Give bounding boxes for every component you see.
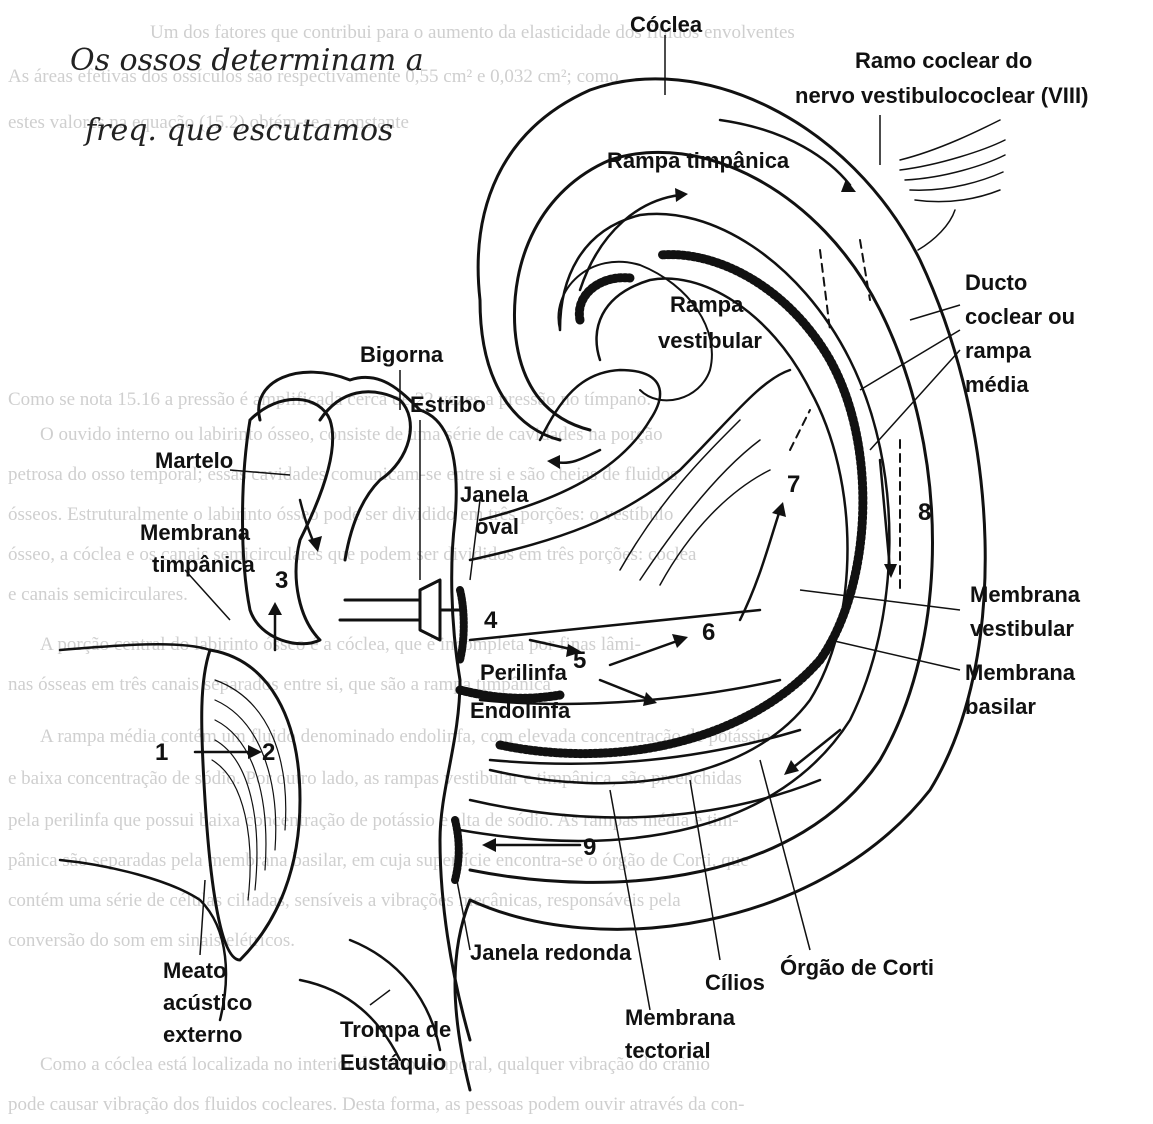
bg-line-8: ósseo, a cóclea e os canais semicircular… (8, 544, 697, 565)
label-membrana-timpanica-1: Membrana (140, 520, 251, 545)
leader-ducto-1 (910, 305, 960, 320)
label-endolinfa: Endolinfa (470, 698, 571, 723)
label-membrana-basilar-1: Membrana (965, 660, 1076, 685)
label-ducto-2: coclear ou (965, 304, 1075, 329)
arrow-down-basilar-head (784, 760, 799, 775)
label-estribo: Estribo (410, 392, 486, 417)
step-7: 7 (787, 471, 800, 498)
label-membrana-basilar-2: basilar (965, 694, 1036, 719)
label-orgao-corti: Órgão de Corti (780, 955, 934, 980)
arrow-8-head (884, 564, 897, 578)
label-membrana-tectorial-1: Membrana (625, 1005, 736, 1030)
label-trompa-1: Trompa de (340, 1017, 451, 1042)
arrow-7-head (772, 502, 786, 517)
label-ducto-4: média (965, 372, 1029, 397)
label-ramo-coclear-1: Ramo coclear do (855, 48, 1032, 73)
step-5: 5 (573, 647, 586, 674)
label-rampa-timpanica: Rampa timpânica (607, 148, 790, 173)
bg-line-13: e baixa concentração de sódio. Por outro… (8, 768, 742, 789)
label-janela-oval-2: oval (475, 514, 519, 539)
leader-trompa (370, 990, 390, 1005)
bg-line-9: e canais semicirculares. (8, 584, 188, 605)
leader-ducto-2 (860, 330, 960, 390)
bg-line-6: petrosa do osso temporal; essas cavidade… (8, 464, 678, 485)
handwritten-line-1: Os ossos determinam a (70, 43, 424, 78)
label-trompa-2: Eustáquio (340, 1050, 446, 1075)
label-martelo: Martelo (155, 448, 233, 473)
label-coclea: Cóclea (630, 12, 703, 37)
step-8: 8 (918, 499, 931, 526)
arrow-7 (740, 510, 780, 620)
leader-membrana-timpanica (185, 570, 230, 620)
background-text: Um dos fatores que contribui para o aume… (8, 22, 795, 1115)
bg-line-5: O ouvido interno ou labirinto ósseo, con… (40, 424, 663, 445)
label-membrana-tectorial-2: tectorial (625, 1038, 711, 1063)
label-cilios: Cílios (705, 970, 765, 995)
corti-strip-apex (579, 278, 630, 320)
label-ramo-coclear-2: nervo vestibulococlear (VIII) (795, 83, 1088, 108)
label-membrana-vestibular-1: Membrana (970, 582, 1081, 607)
arrow-rampa-tympanica-head (675, 188, 688, 202)
label-membrana-timpanica-2: timpânica (152, 552, 255, 577)
bg-line-16: contém uma série de células ciliadas, se… (8, 890, 681, 911)
leader-membrana-basilar (830, 640, 960, 670)
step-2: 2 (262, 739, 275, 766)
bg-line-14: pela perilinfa que possui baixa concentr… (8, 810, 739, 831)
step-9: 9 (583, 834, 596, 861)
label-janela-oval-1: Janela (460, 482, 529, 507)
eustachian-tube (300, 940, 440, 1060)
cochlea-walls (455, 79, 985, 1090)
step-6: 6 (702, 619, 715, 646)
arrow-up-tympanic-head (268, 602, 282, 615)
label-rampa-vestibular-1: Rampa (670, 292, 744, 317)
arrow-vestibular (555, 450, 600, 463)
step-3: 3 (275, 567, 288, 594)
step-4: 4 (484, 607, 498, 634)
label-ducto-3: rampa (965, 338, 1032, 363)
label-meato-1: Meato (163, 958, 227, 983)
bg-line-7: ósseos. Estruturalmente o labirinto ósse… (8, 504, 673, 525)
leader-membrana-vestibular (800, 590, 960, 610)
label-meato-2: acústico (163, 990, 252, 1015)
bg-line-15: pânica são separadas pela membrana basil… (8, 850, 749, 871)
nerve-fibre-1 (900, 120, 1000, 160)
label-meato-3: externo (163, 1022, 242, 1047)
label-janela-redonda: Janela redonda (470, 940, 632, 965)
dash-3 (790, 410, 810, 450)
nerve-fibre-5 (915, 190, 1000, 202)
label-bigorna: Bigorna (360, 342, 444, 367)
bg-line-19: pode causar vibração dos fluidos coclear… (8, 1094, 745, 1115)
oval-window (460, 590, 464, 660)
leader-orgao-corti (760, 760, 810, 950)
label-rampa-vestibular-2: vestibular (658, 328, 762, 353)
handwritten-line-2: freq. que escutamos (83, 113, 393, 148)
nerve-fibre-6 (918, 210, 955, 250)
handwritten-note: Os ossos determinam a freq. que escutamo… (70, 43, 424, 148)
leader-ducto-3 (870, 350, 960, 450)
nerve-fibre-4 (910, 172, 1003, 190)
label-ducto-1: Ducto (965, 270, 1027, 295)
label-perilinfa: Perilinfa (480, 660, 568, 685)
estribo-bone (340, 580, 460, 640)
label-membrana-vestibular-2: vestibular (970, 616, 1074, 641)
step-1: 1 (155, 739, 168, 766)
arrow-top-head (841, 179, 856, 192)
arrow-5b (600, 680, 650, 700)
